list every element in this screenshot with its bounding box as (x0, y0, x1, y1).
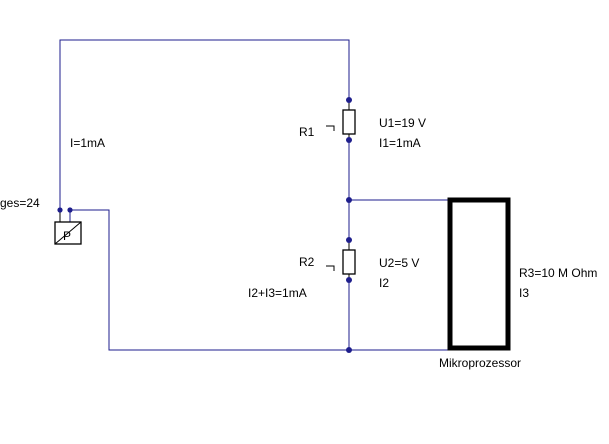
r3-resistance: R3=10 M Ohm (519, 266, 597, 280)
node-r1-top (346, 97, 352, 103)
node-bottom (346, 347, 352, 353)
r1-voltage: U1=19 V (379, 116, 426, 130)
wire-source-return (69, 209, 349, 351)
r3-current: I3 (519, 286, 529, 300)
r1-body (342, 109, 356, 135)
node-r1-bottom (346, 137, 352, 143)
nodes (57, 97, 352, 353)
node-r2-top (346, 237, 352, 243)
resistor-r1 (326, 100, 356, 140)
r2-body (342, 249, 356, 275)
r2-current: I2 (379, 276, 389, 290)
resistor-r2 (326, 240, 356, 280)
microprocessor-r3-box (447, 197, 511, 351)
source-diagonal (54, 221, 82, 245)
source-letter: P (63, 229, 71, 243)
node-source-left (57, 207, 63, 213)
node-r2-bottom (346, 277, 352, 283)
node-source-right (67, 207, 73, 213)
wire-top-loop (59, 39, 350, 210)
r1-current: I1=1mA (379, 136, 421, 150)
wires (59, 39, 450, 351)
r1-name: R1 (299, 125, 315, 139)
r2-sum-current: I2+I3=1mA (248, 286, 307, 300)
node-junction (346, 197, 352, 203)
r2-voltage: U2=5 V (379, 256, 419, 270)
r3-caption: Mikroprozessor (439, 356, 521, 370)
r2-tick (326, 265, 335, 271)
source-component: P (54, 210, 82, 245)
r1-tick (326, 125, 335, 131)
r2-name: R2 (299, 255, 315, 269)
source-partial-label: ges=24 (0, 196, 40, 210)
source-current-label: I=1mA (70, 136, 105, 150)
